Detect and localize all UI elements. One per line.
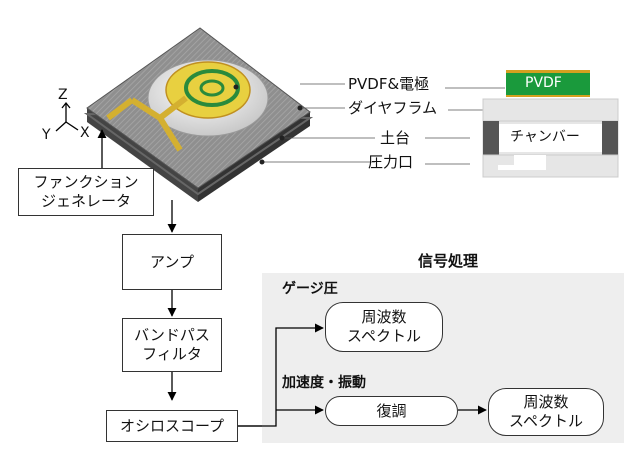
spectrum-1-line2: スペクトル: [347, 327, 421, 345]
function-generator-line1: ファンクション: [33, 173, 139, 192]
spectrum-box-2: 周波数 スペクトル: [488, 388, 604, 436]
cross-pvdf-label: PVDF: [525, 75, 562, 91]
trace-3: [106, 97, 134, 121]
leader-lines: [262, 83, 505, 165]
trace-2: [157, 116, 183, 152]
diaphragm-layer: [482, 98, 619, 122]
label-base: 土台: [380, 129, 411, 147]
label-pressure-port: 圧力口: [368, 153, 414, 171]
oscilloscope-label: オシロスコープ: [119, 416, 225, 435]
bandpass-filter-line2: フィルタ: [142, 345, 202, 363]
label-pvdf-electrode: PVDF&電極: [348, 75, 430, 93]
electrode-center: [199, 79, 225, 97]
pvdf-layer: [506, 72, 590, 96]
oscilloscope-box: オシロスコープ: [106, 410, 238, 442]
accel-vibration-heading: 加速度・振動: [282, 375, 366, 391]
axis-x-label: X: [80, 125, 90, 141]
spectrum-1-line1: 周波数: [361, 308, 407, 327]
cross-section: [482, 70, 619, 178]
spectrum-2-line2: スペクトル: [509, 412, 583, 430]
sensor-chip: [83, 27, 314, 202]
axis-y-label: Y: [42, 127, 51, 143]
cross-chamber-label: チャンバー: [510, 129, 580, 145]
function-generator-line2: ジェネレータ: [40, 192, 131, 210]
amp-label: アンプ: [150, 252, 194, 271]
axis-indicator: [55, 101, 79, 132]
amp-box: アンプ: [122, 234, 222, 290]
spectrum-box-1: 周波数 スペクトル: [325, 302, 443, 352]
bandpass-filter-line1: バンドパス: [134, 326, 210, 345]
axis-z-label: Z: [58, 87, 68, 103]
spectrum-2-line1: 周波数: [523, 393, 569, 412]
signal-processing-title: 信号処理: [418, 252, 479, 270]
bandpass-filter-box: バンドパス フィルタ: [122, 318, 222, 372]
function-generator-box: ファンクション ジェネレータ: [18, 168, 154, 216]
gauge-pressure-heading: ゲージ圧: [282, 281, 338, 297]
demodulation-label: 復調: [376, 401, 407, 420]
demodulation-box: 復調: [325, 396, 458, 426]
label-diaphragm: ダイヤフラム: [348, 99, 438, 117]
